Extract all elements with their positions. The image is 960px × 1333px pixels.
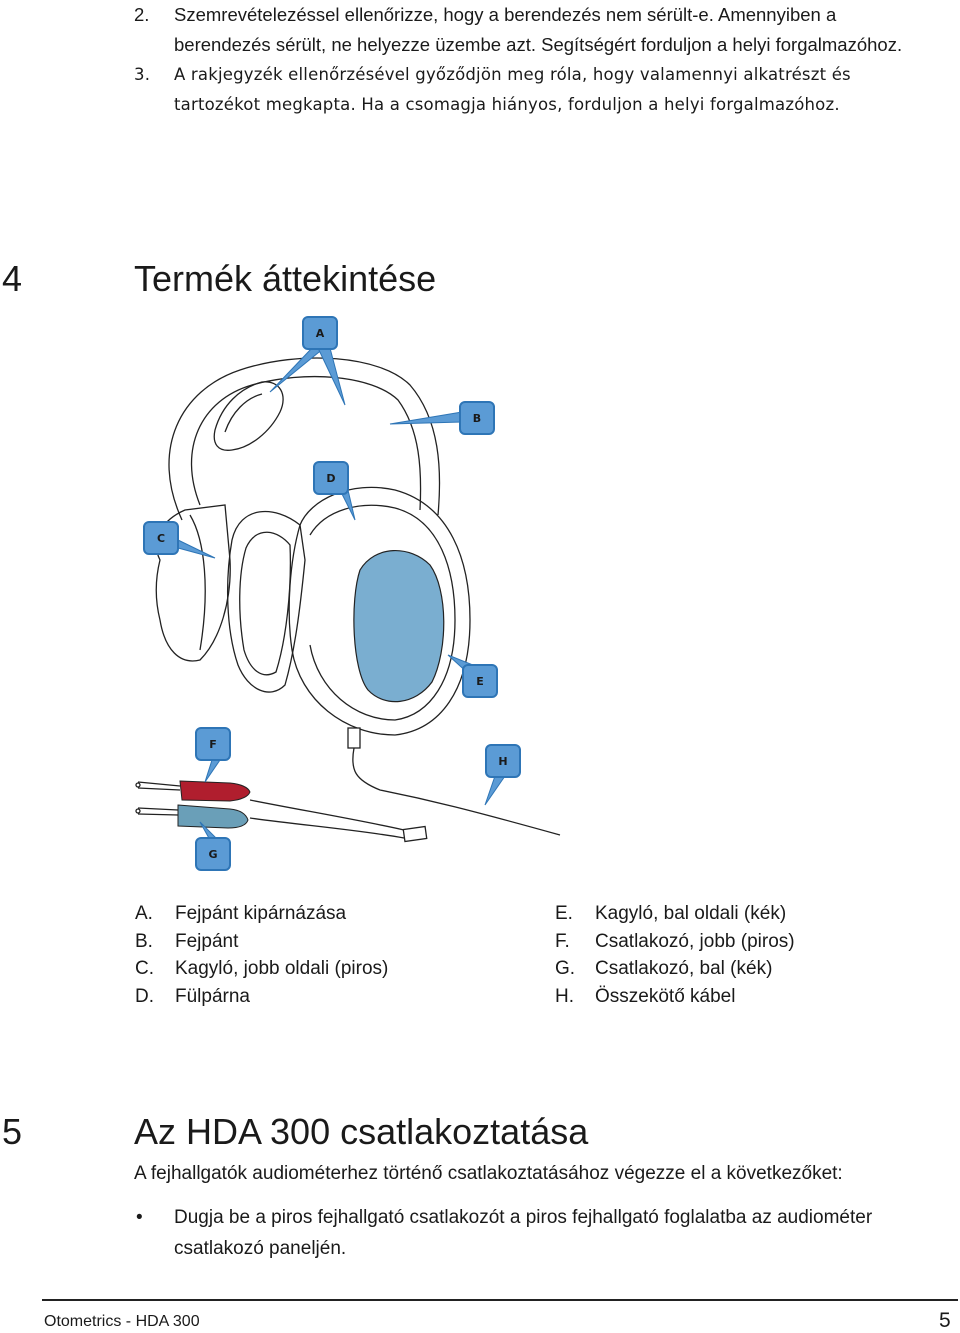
svg-text:D: D — [326, 472, 335, 485]
step-text: A rakjegyzék ellenőrzésével győződjön me… — [174, 65, 851, 114]
legend-item: E.Kagyló, bal oldali (kék) — [555, 903, 787, 924]
section-title: Termék áttekintése — [134, 258, 437, 299]
svg-text:G: G — [208, 848, 217, 861]
footer-divider — [42, 1299, 958, 1301]
svg-text:F: F — [209, 738, 217, 751]
headphones-figure: A B C D E F G — [135, 316, 561, 871]
page-number: 5 — [939, 1309, 951, 1332]
left-cup-face — [353, 550, 445, 703]
callout-a: A — [302, 316, 338, 350]
section-title: Az HDA 300 csatlakoztatása — [134, 1111, 589, 1152]
callout-c: C — [143, 521, 179, 555]
step-number: 2. — [134, 4, 150, 25]
step-item: 3. A rakjegyzék ellenőrzésével győződjön… — [134, 60, 924, 120]
steps-list: 2. Szemrevételezéssel ellenőrizze, hogy … — [134, 0, 924, 120]
legend-item: A.Fejpánt kipárnázása — [135, 903, 347, 924]
svg-text:B: B — [473, 412, 481, 425]
section-number: 5 — [2, 1111, 23, 1152]
legend-item: H.Összekötő kábel — [555, 985, 736, 1007]
connecting-cable — [352, 747, 561, 836]
instruction-item: • Dugja be a piros fejhallgató csatlakoz… — [134, 1202, 914, 1264]
callout-e: E — [462, 664, 498, 698]
step-item: 2. Szemrevételezéssel ellenőrizze, hogy … — [134, 0, 924, 60]
instruction-list: • Dugja be a piros fejhallgató csatlakoz… — [134, 1202, 914, 1264]
bullet-icon: • — [136, 1207, 143, 1228]
step-text: Szemrevételezéssel ellenőrizze, hogy a b… — [174, 4, 903, 55]
intro-paragraph: A fejhallgatók audiométerhez történő csa… — [134, 1163, 843, 1184]
callout-d: D — [313, 461, 349, 495]
callout-h: H — [485, 744, 521, 778]
ear-cushion — [226, 510, 306, 693]
headband-outer — [168, 357, 441, 521]
callout-b: B — [459, 401, 495, 435]
legend-item: F.Csatlakozó, jobb (piros) — [555, 930, 795, 952]
step-number: 3. — [134, 65, 151, 84]
section-number: 4 — [2, 258, 23, 299]
callout-g: G — [195, 837, 231, 871]
svg-text:A: A — [316, 327, 325, 340]
svg-text:H: H — [498, 755, 507, 768]
legend-item: G.Csatlakozó, bal (kék) — [555, 958, 773, 979]
headband-padding — [213, 381, 284, 451]
callout-f: F — [195, 727, 231, 761]
legend-right: E.Kagyló, bal oldali (kék) F.Csatlakozó,… — [555, 900, 795, 1010]
instruction-text: Dugja be a piros fejhallgató csatlakozót… — [174, 1207, 873, 1259]
legend-item: B.Fejpánt — [135, 930, 239, 952]
right-cup — [155, 504, 231, 662]
legend-item: C.Kagyló, jobb oldali (piros) — [135, 958, 389, 979]
left-cup — [288, 486, 471, 736]
svg-text:C: C — [157, 532, 165, 545]
footer-label: Otometrics - HDA 300 — [44, 1313, 200, 1330]
legend-item: D.Fülpárna — [135, 985, 250, 1007]
blue-plug — [177, 804, 249, 829]
legend-left: A.Fejpánt kipárnázása B.Fejpánt C.Kagyló… — [135, 900, 388, 1010]
red-plug — [179, 780, 251, 802]
svg-text:E: E — [476, 675, 484, 688]
